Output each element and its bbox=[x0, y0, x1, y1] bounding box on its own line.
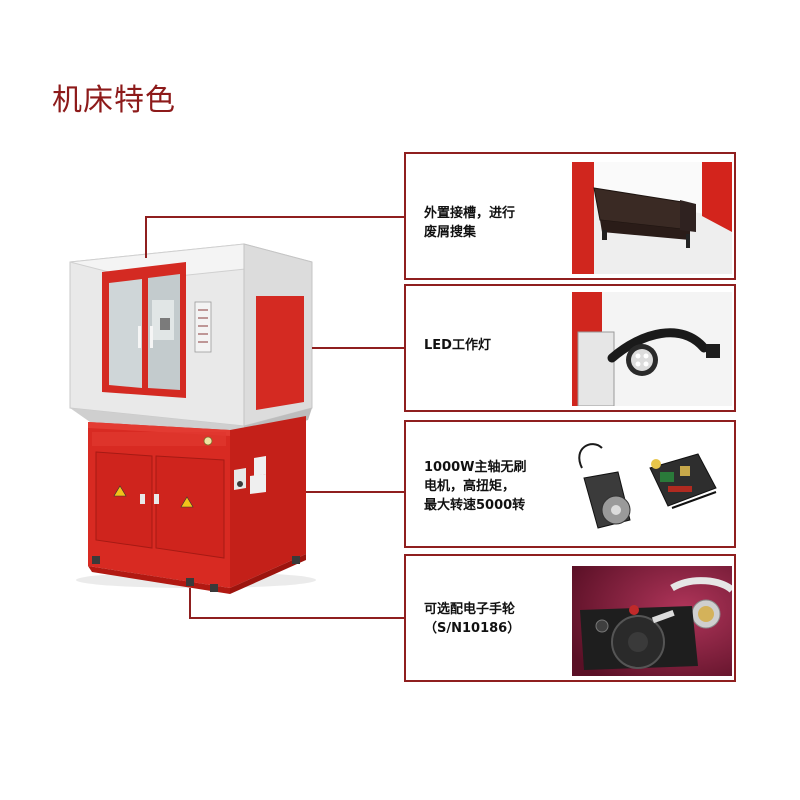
feature-line: 外置接槽，进行 bbox=[424, 206, 516, 221]
spindle-motor-and-driver-photo bbox=[572, 428, 732, 542]
chip-tray-photo bbox=[572, 162, 732, 274]
feature-line: （S/N10186） bbox=[424, 621, 521, 636]
door-handle-right bbox=[150, 326, 153, 348]
side-socket bbox=[234, 468, 246, 490]
lock-right bbox=[154, 494, 159, 504]
page-title: 机床特色 bbox=[52, 83, 176, 118]
feature-card-handwheel: 可选配电子手轮 （S/N10186） bbox=[404, 554, 736, 682]
side-switch-panel-2 bbox=[250, 474, 266, 494]
feature-line: 最大转速5000转 bbox=[424, 498, 526, 513]
feature-line: 1000W主轴无刷 bbox=[424, 460, 527, 475]
feature-description: 外置接槽，进行 废屑搜集 bbox=[424, 204, 515, 242]
led-work-lamp-photo bbox=[572, 292, 732, 406]
side-switch-panel bbox=[254, 456, 266, 476]
foot-1 bbox=[92, 556, 100, 564]
feature-line: 废屑搜集 bbox=[424, 225, 477, 240]
callout-line-1 bbox=[145, 216, 404, 258]
warning-sign-right bbox=[180, 496, 194, 508]
door-window-left bbox=[109, 279, 142, 388]
door-handle-left bbox=[138, 326, 141, 348]
feature-description: LED工作灯 bbox=[424, 336, 491, 355]
feature-card-spindle-motor: 1000W主轴无刷 电机，高扭矩， 最大转速5000转 bbox=[404, 420, 736, 548]
feature-card-led-lamp: LED工作灯 bbox=[404, 284, 736, 412]
feature-card-chip-tray: 外置接槽，进行 废屑搜集 bbox=[404, 152, 736, 280]
lock-left bbox=[140, 494, 145, 504]
foot-4 bbox=[292, 556, 300, 564]
label-plate bbox=[194, 301, 212, 353]
cabinet-door-left bbox=[95, 451, 153, 549]
feature-description: 可选配电子手轮 （S/N10186） bbox=[424, 600, 520, 638]
feature-line: 电机，高扭矩， bbox=[424, 479, 516, 494]
feature-line: LED工作灯 bbox=[424, 338, 491, 353]
feature-line: 可选配电子手轮 bbox=[424, 602, 516, 617]
foot-3 bbox=[210, 584, 218, 592]
warning-sign-left bbox=[113, 485, 127, 497]
side-panel bbox=[256, 296, 304, 410]
indicator-light bbox=[203, 436, 213, 446]
callout-line-4 bbox=[189, 588, 404, 619]
cabinet-side bbox=[230, 416, 306, 588]
foot-2 bbox=[186, 578, 194, 586]
spindle bbox=[160, 318, 170, 330]
feature-description: 1000W主轴无刷 电机，高扭矩， 最大转速5000转 bbox=[424, 458, 527, 515]
electronic-handwheel-photo bbox=[572, 566, 732, 676]
